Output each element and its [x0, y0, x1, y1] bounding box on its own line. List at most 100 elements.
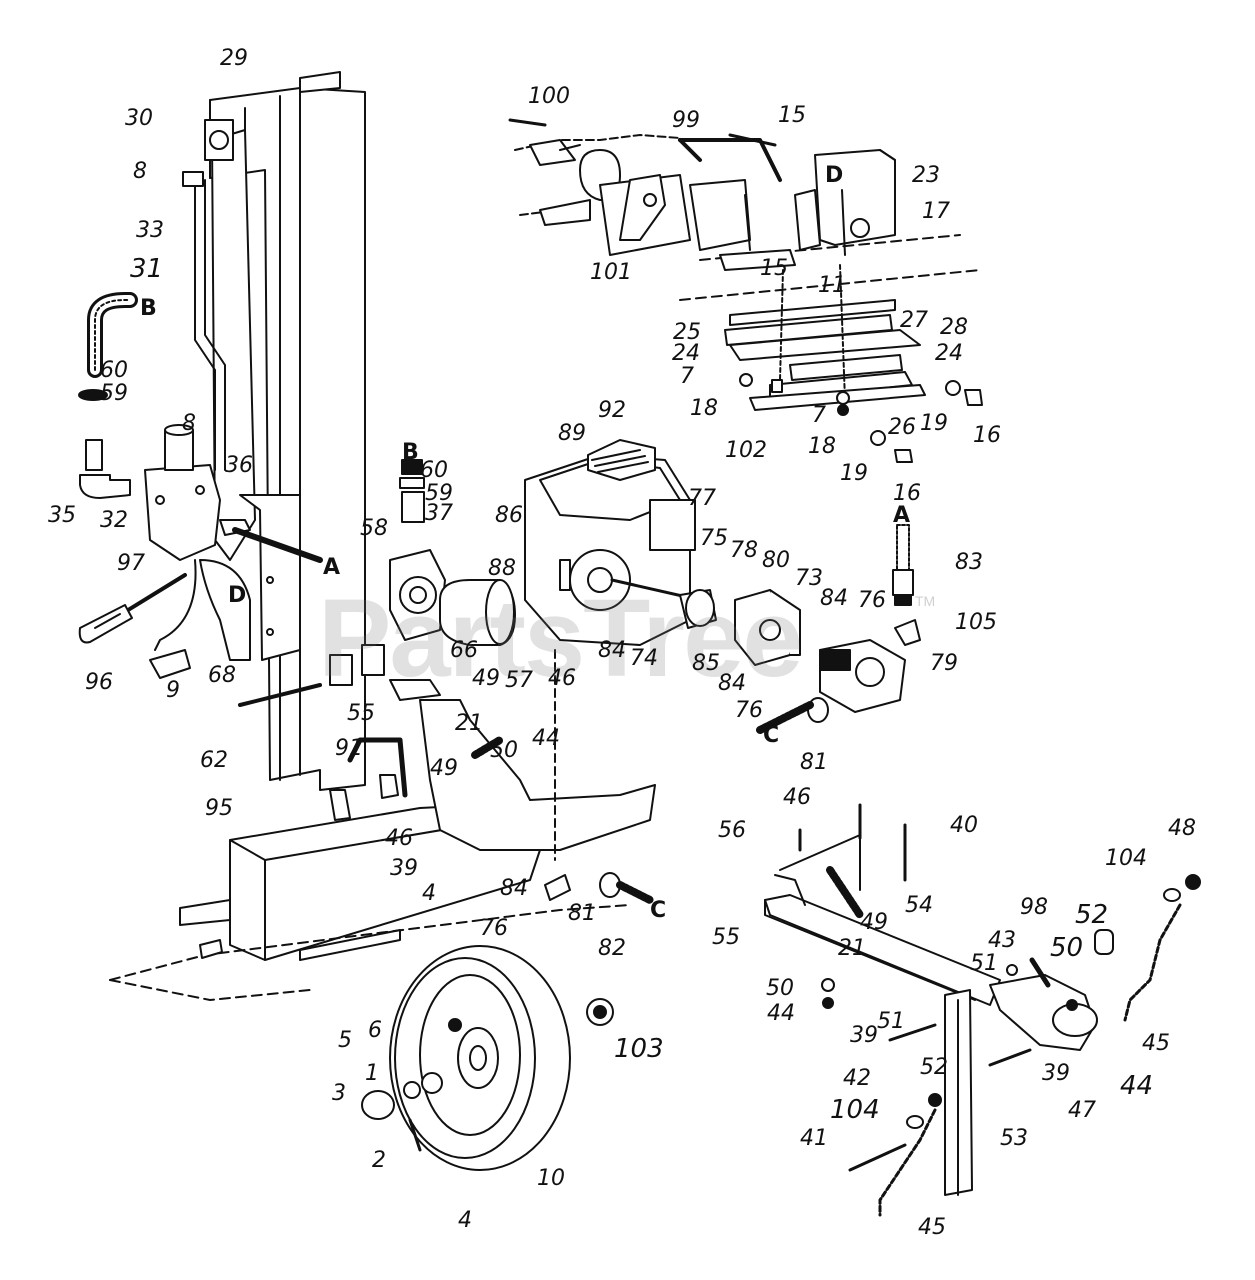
connector-A-left: A	[323, 555, 341, 580]
part-label: 8	[182, 411, 196, 436]
part-label: 83	[955, 550, 983, 575]
part-label: 28	[940, 315, 968, 340]
part-label: 26	[888, 415, 916, 440]
part-label: 74	[630, 646, 658, 671]
part-label: 16	[893, 481, 921, 506]
part-label: 18	[808, 434, 836, 459]
part-label: 5	[338, 1028, 352, 1053]
elbow-35	[79, 474, 131, 499]
part-label: 62	[200, 748, 228, 773]
part-label: 25	[673, 320, 701, 345]
part-label: 4	[422, 881, 436, 906]
part-label: 1	[365, 1061, 379, 1086]
part-label: 81	[568, 901, 596, 926]
part-label: 57	[505, 668, 533, 693]
pump-79	[819, 639, 906, 713]
part-label: 46	[548, 666, 576, 691]
part-label: 40	[950, 813, 978, 838]
part-label: 35	[48, 503, 76, 528]
line-A	[232, 527, 323, 563]
part-label: 89	[558, 421, 586, 446]
part-label: 84	[500, 876, 528, 901]
part-label: 60	[100, 358, 128, 383]
part-label: 44	[1120, 1071, 1154, 1101]
part-label: 84	[820, 586, 848, 611]
part-label: 15	[778, 103, 806, 128]
part-label: 49	[472, 666, 500, 691]
part-label: 16	[973, 423, 1001, 448]
part-label: 82	[598, 936, 626, 961]
part-label: 52	[1075, 900, 1109, 930]
part-label: 85	[692, 651, 720, 676]
part-label: 77	[688, 486, 716, 511]
part-label: 19	[840, 461, 868, 486]
part-label: 39	[390, 856, 418, 881]
part-label: 31	[130, 254, 164, 284]
part-label: 8	[133, 159, 147, 184]
return-hose	[154, 559, 197, 651]
part-label: 33	[136, 218, 164, 243]
wheel-assembly	[361, 945, 614, 1171]
part-label: 51	[877, 1009, 905, 1034]
part-label: 79	[930, 651, 958, 676]
part-label: 59	[100, 381, 128, 406]
spring-21	[471, 736, 504, 759]
part-label: 37	[425, 501, 453, 526]
part-label: 55	[347, 701, 375, 726]
part-label: 17	[922, 199, 950, 224]
part-label: 11	[818, 273, 846, 298]
handle-97	[78, 573, 187, 644]
part-label: 55	[712, 925, 740, 950]
part-label: 52	[920, 1055, 948, 1080]
part-label: 105	[955, 610, 997, 635]
part-label: 44	[767, 1001, 795, 1026]
part-label: 84	[598, 638, 626, 663]
part-label: 47	[1068, 1098, 1096, 1123]
rod-68	[238, 683, 322, 707]
clamp-81	[807, 697, 829, 723]
part-label: 54	[905, 893, 933, 918]
part-label: 99	[672, 108, 700, 133]
part-label: 45	[918, 1215, 946, 1240]
part-label: 32	[100, 508, 128, 533]
part-label: 59	[425, 481, 453, 506]
connector-B-top: B	[140, 296, 157, 321]
part-label: 102	[725, 438, 767, 463]
part-label: 27	[900, 308, 928, 333]
part-label: 21	[455, 711, 483, 736]
valve-body-58	[389, 549, 446, 641]
part-label: 51	[970, 951, 998, 976]
part-label: 30	[125, 106, 153, 131]
part-label: 98	[1020, 895, 1048, 920]
foot-plate-arm	[238, 644, 656, 861]
part-label: 29	[220, 46, 248, 71]
part-label: 68	[208, 663, 236, 688]
part-label: 86	[495, 503, 523, 528]
part-label: 53	[1000, 1126, 1028, 1151]
part-label: 24	[672, 341, 700, 366]
part-label: 36	[225, 453, 253, 478]
fitting-37	[399, 459, 425, 523]
part-label: 46	[385, 826, 413, 851]
part-label: 45	[1142, 1031, 1170, 1056]
part-label: 58	[360, 516, 388, 541]
engine	[524, 439, 702, 646]
connector-D-bracket: D	[825, 163, 844, 188]
part-label: 10	[537, 1166, 565, 1191]
part-label: 100	[528, 84, 570, 109]
part-label: 43	[988, 928, 1016, 953]
coupling-78	[679, 589, 717, 629]
hydraulic-cylinder	[199, 119, 301, 661]
connector-C-base: C	[650, 898, 667, 923]
part-label: 49	[860, 910, 888, 935]
part-label: 4	[458, 1208, 472, 1233]
part-label: 21	[838, 936, 866, 961]
part-label: 56	[718, 818, 746, 843]
part-label: 75	[700, 526, 728, 551]
hose-82	[616, 881, 654, 904]
part-label: 24	[935, 341, 963, 366]
part-label: 7	[680, 364, 694, 389]
connector-A-right: A	[893, 503, 911, 528]
